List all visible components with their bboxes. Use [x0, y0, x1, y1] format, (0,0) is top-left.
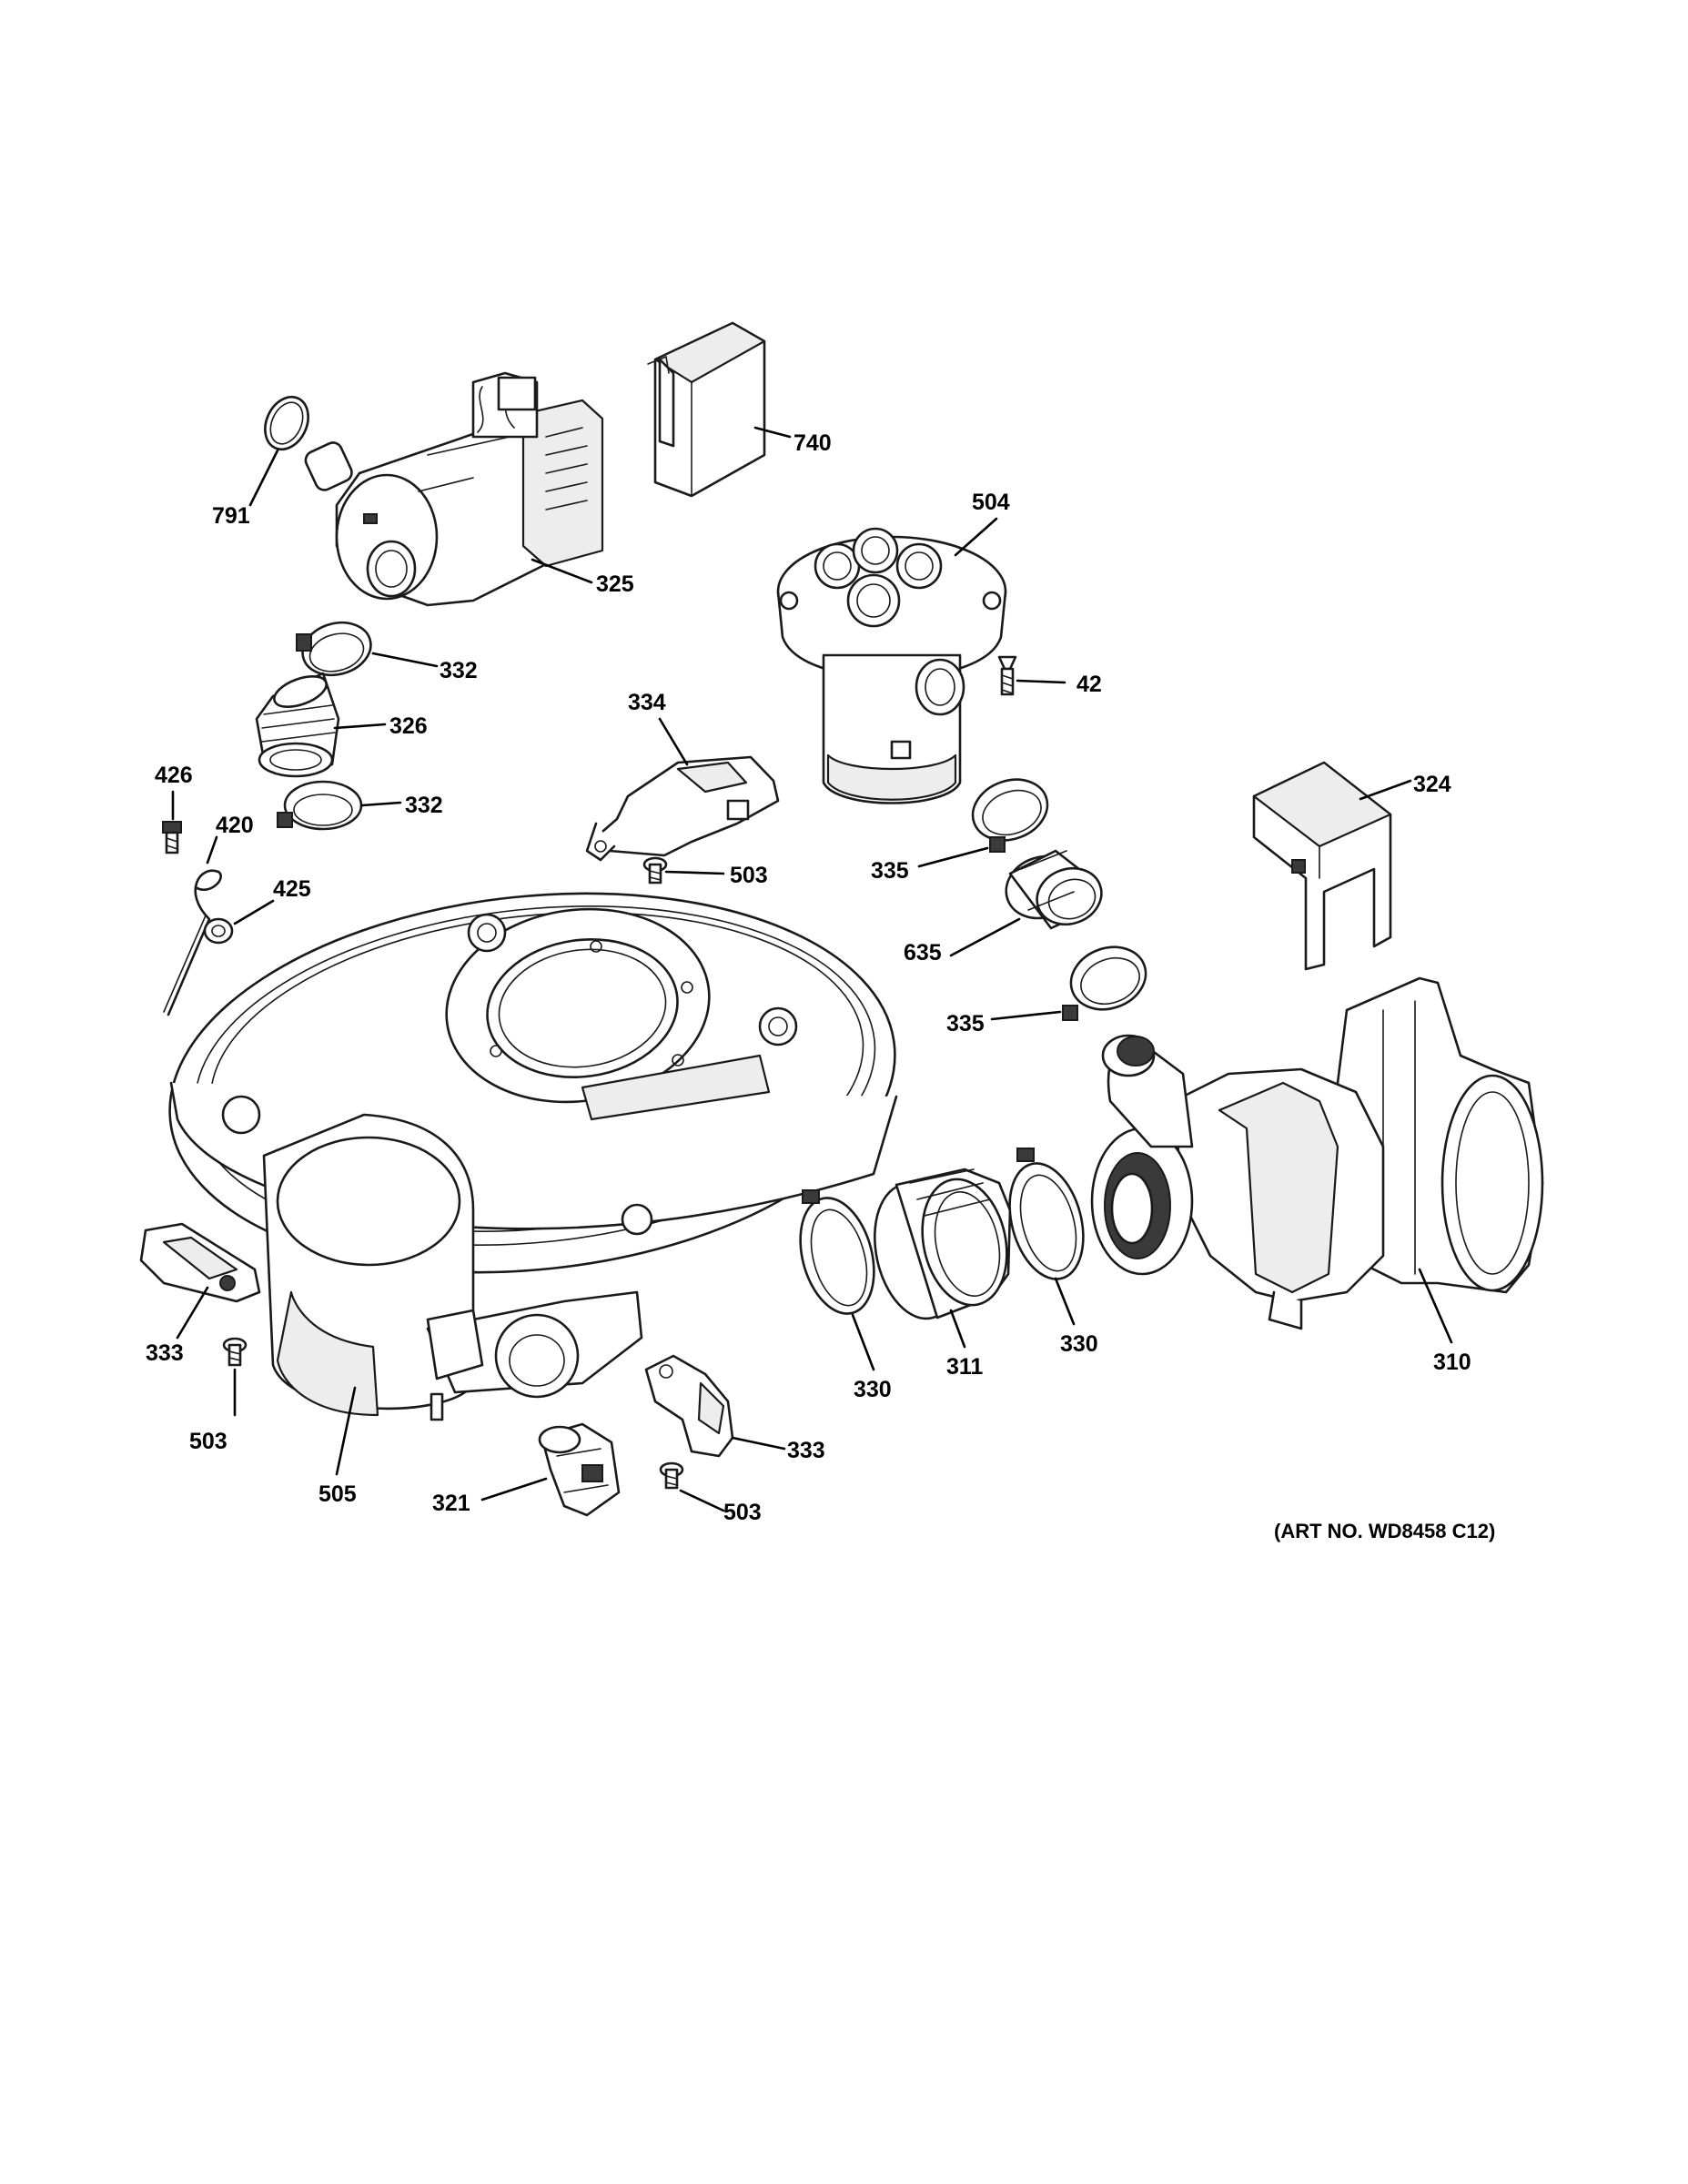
callout-420: 420	[216, 813, 254, 838]
callout-740: 740	[793, 430, 832, 456]
leader-324	[1359, 779, 1412, 801]
leader-310	[1418, 1268, 1453, 1344]
callout-324: 324	[1413, 772, 1451, 797]
part-335-hose-clamp-lower	[1062, 945, 1147, 1021]
callout-42: 42	[1076, 672, 1102, 697]
leader-332a	[371, 652, 439, 668]
leader-335b	[990, 1010, 1062, 1021]
callout-334: 334	[628, 690, 666, 715]
leader-333a	[176, 1286, 209, 1340]
callout-426: 426	[155, 763, 193, 788]
part-332-hose-clamp-upper	[296, 621, 372, 677]
callout-332-lower: 332	[405, 793, 443, 818]
part-503-screw-center	[642, 856, 668, 885]
part-310-pump-motor	[1090, 976, 1544, 1330]
callout-311: 311	[946, 1354, 983, 1380]
leader-42	[1016, 679, 1066, 684]
callout-505: 505	[318, 1481, 357, 1507]
leader-635	[949, 917, 1021, 957]
art-number: (ART NO. WD8458 C12)	[1274, 1520, 1495, 1542]
callout-425: 425	[273, 876, 311, 902]
part-425-nut	[203, 917, 234, 945]
callout-335-upper: 335	[871, 858, 909, 884]
part-321-sensor	[538, 1422, 621, 1517]
callout-321: 321	[432, 1491, 470, 1516]
leader-332b	[360, 801, 402, 807]
callout-310: 310	[1433, 1350, 1471, 1375]
part-635-bellows	[1005, 849, 1103, 930]
leader-503a	[664, 870, 725, 875]
leader-504	[954, 517, 998, 557]
part-325-pump-heater	[304, 371, 604, 607]
callout-labels: 791 325 740 504 42 332 326 332 334 426 4…	[146, 430, 1471, 1525]
part-330-hose-clamp-left	[799, 1189, 875, 1315]
part-503-screw-bottom	[659, 1461, 684, 1490]
leader-791	[248, 449, 279, 507]
part-334-bracket	[585, 755, 780, 862]
callout-335-lower: 335	[946, 1011, 985, 1036]
callout-333-right: 333	[787, 1438, 825, 1463]
callout-791: 791	[212, 503, 250, 529]
part-504-diverter	[776, 527, 1007, 804]
callout-503-left: 503	[189, 1429, 227, 1454]
callout-326: 326	[389, 713, 428, 739]
part-503-screw-left	[222, 1337, 248, 1367]
leader-425	[233, 899, 275, 925]
callout-504: 504	[972, 490, 1010, 515]
leader-321	[480, 1477, 548, 1502]
part-740-cover	[647, 321, 766, 498]
part-332-hose-clamp-lower	[277, 780, 363, 831]
part-324-shield	[1252, 761, 1392, 971]
part-791-ring-clip	[264, 395, 309, 451]
callout-330-left: 330	[854, 1377, 892, 1402]
callout-333-left: 333	[146, 1340, 184, 1366]
leader-333b	[731, 1436, 786, 1451]
leader-311	[949, 1309, 966, 1349]
leader-420	[206, 835, 218, 864]
part-42-screw	[997, 655, 1017, 696]
leader-335a	[917, 846, 989, 868]
leader-740	[753, 426, 792, 439]
part-333-bracket-left	[139, 1222, 261, 1303]
callout-332-upper: 332	[440, 658, 478, 683]
part-505-sump	[168, 892, 898, 1421]
leader-505	[335, 1386, 357, 1476]
part-333-bracket-right	[644, 1354, 734, 1458]
callout-503-bottom: 503	[723, 1500, 762, 1525]
part-426-screw	[162, 821, 182, 854]
leader-325	[531, 558, 593, 584]
part-420-rod	[163, 869, 222, 1016]
part-326-hose	[255, 672, 340, 778]
callout-503-center: 503	[730, 863, 768, 888]
part-335-hose-clamp-upper	[971, 778, 1049, 853]
part-311-connector-hose	[874, 1168, 1012, 1320]
leader-330b	[1054, 1277, 1076, 1326]
leader-503c	[679, 1489, 725, 1512]
leader-lines	[171, 426, 1453, 1512]
leader-330a	[851, 1313, 875, 1371]
leader-326	[333, 723, 387, 730]
leader-334	[658, 717, 689, 766]
callout-325: 325	[596, 571, 634, 597]
callout-635: 635	[904, 940, 942, 966]
part-330-hose-clamp-right	[1008, 1148, 1085, 1280]
callout-330-right: 330	[1060, 1331, 1098, 1357]
